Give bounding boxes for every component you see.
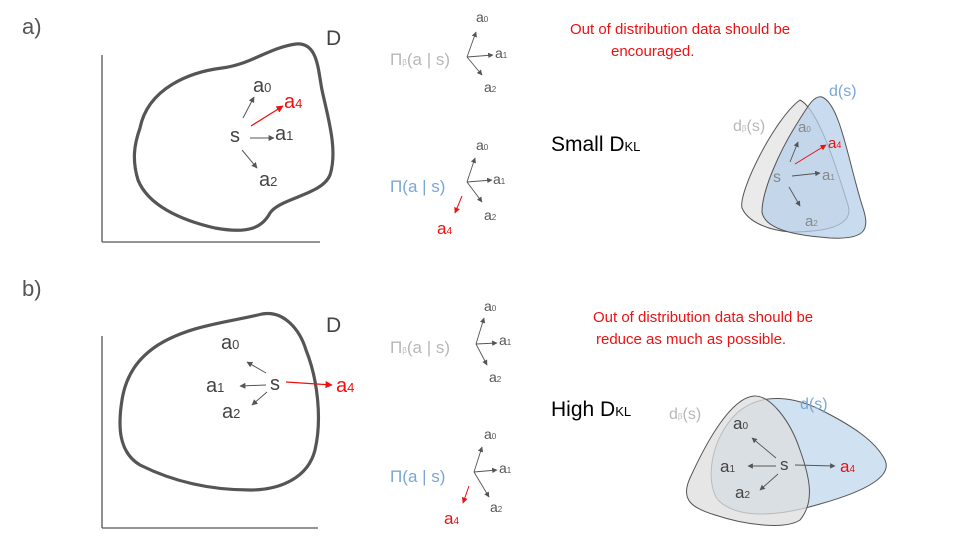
action-a1-a: a1 — [275, 123, 293, 145]
p-a1-b: a1 — [499, 460, 512, 476]
panel-b: b) D s a0 a1 a2 a4 Πβ(a | s) a0 a1 a2 Π(… — [22, 276, 887, 529]
panel-a: a) D s a0 a1 a2 a4 Πβ(a | s) a0 a1 a2 Π(… — [22, 9, 867, 243]
dist-a4-b: a4 — [840, 457, 855, 476]
state-s-a: s — [230, 125, 240, 147]
region-d-label-b: D — [326, 314, 341, 337]
region-d-label-a: D — [326, 27, 341, 50]
action-a1-b: a1 — [206, 375, 224, 397]
bp-a2-b: a2 — [489, 369, 502, 385]
arrow-a0-a — [242, 96, 255, 119]
state-s-b: s — [270, 373, 280, 395]
dist-a1-a: a1 — [822, 167, 835, 184]
policy-label-a: Π(a | s) — [390, 177, 445, 196]
behavior-policy-label-a: Πβ(a | s) — [390, 50, 450, 69]
panel-a-label: a) — [22, 14, 42, 39]
kl-label-b: High DKL — [551, 398, 631, 421]
p-a0-b: a0 — [484, 426, 497, 442]
action-a4-b: a4 — [336, 375, 354, 397]
bp-a1-a: a1 — [495, 45, 508, 61]
arrow-a2-a — [241, 149, 258, 169]
behavior-policy-arrows-a — [466, 31, 494, 76]
panel-a-axes — [101, 55, 320, 243]
dbeta-label-a: dβ(s) — [733, 118, 765, 135]
action-a2-b: a2 — [222, 401, 240, 423]
dist-a4-a: a4 — [828, 135, 841, 152]
policy-distribution-a — [761, 96, 867, 239]
dist-a2-b: a2 — [735, 483, 750, 502]
bp-a2-a: a2 — [484, 79, 497, 95]
behavior-distribution-b — [685, 395, 810, 526]
p-a2-a: a2 — [484, 207, 497, 223]
action-a0-a: a0 — [253, 75, 271, 97]
dist-state-a: s — [773, 169, 781, 186]
bp-a1-b: a1 — [499, 332, 512, 348]
action-a2-a: a2 — [259, 169, 277, 191]
note-line1-a: Out of distribution data should be — [570, 21, 790, 38]
dist-a1-b: a1 — [720, 457, 735, 476]
dist-a0-a: a0 — [798, 119, 811, 136]
action-a0-b: a0 — [221, 332, 239, 354]
d-label-a: d(s) — [829, 83, 857, 100]
dist-a0-b: a0 — [733, 414, 748, 433]
policy-arrows-b — [461, 446, 498, 504]
panel-b-axes — [101, 336, 318, 529]
panel-b-label: b) — [22, 276, 42, 301]
kl-label-a: Small DKL — [551, 133, 640, 156]
p-a1-a: a1 — [493, 171, 506, 187]
dbeta-label-b: dβ(s) — [669, 406, 701, 423]
note-line2-a: encouraged. — [611, 43, 694, 60]
note-line2-b: reduce as much as possible. — [596, 331, 786, 348]
dist-a2-a: a2 — [805, 213, 818, 230]
dist-state-b: s — [780, 455, 789, 474]
behavior-policy-arrows-b — [475, 317, 498, 366]
policy-label-b: Π(a | s) — [390, 467, 445, 486]
policy-arrows-a — [454, 157, 493, 214]
p-a4-a: a4 — [437, 219, 452, 238]
bp-a0-b: a0 — [484, 298, 497, 314]
action-a4-a: a4 — [284, 91, 302, 113]
dataset-region-b — [118, 311, 321, 492]
d-label-b: d(s) — [800, 396, 828, 413]
p-a0-a: a0 — [476, 137, 489, 153]
dataset-region-a — [132, 42, 335, 232]
p-a4-b: a4 — [444, 509, 459, 528]
arrow-a4-a — [250, 105, 284, 127]
behavior-policy-label-b: Πβ(a | s) — [390, 338, 450, 357]
p-a2-b: a2 — [490, 499, 503, 515]
bp-a0-a: a0 — [476, 9, 489, 25]
note-line1-b: Out of distribution data should be — [593, 309, 813, 326]
